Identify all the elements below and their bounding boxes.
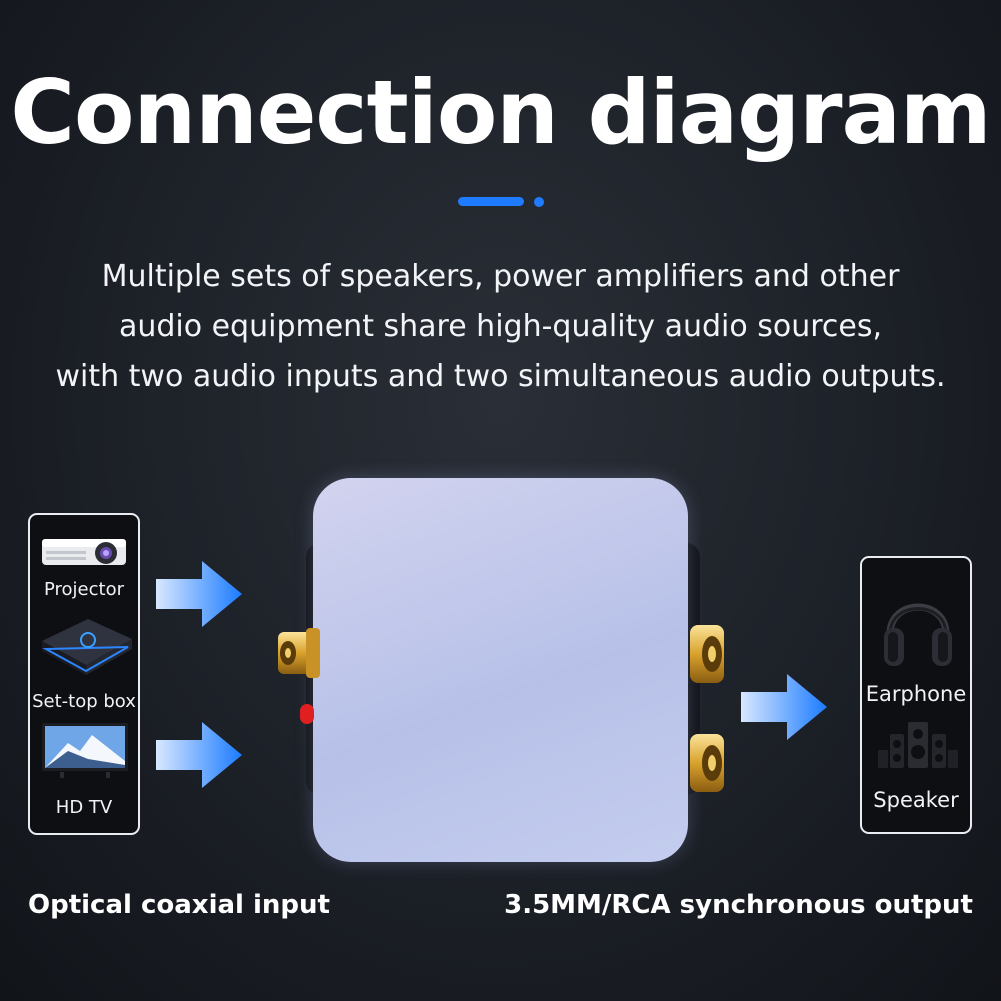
rca-output-port-top-icon <box>690 625 724 683</box>
set-top-box-icon <box>42 619 132 675</box>
optical-input-indicator <box>300 704 314 724</box>
speaker-label: Speaker <box>873 788 959 812</box>
hd-tv-icon <box>42 723 128 778</box>
input-caption: Optical coaxial input <box>28 890 330 920</box>
converter-box <box>313 478 688 862</box>
output-arrow <box>741 674 827 740</box>
input-devices-panel: Projector Set-top box HD TV <box>28 513 140 835</box>
hd-tv-label: HD TV <box>55 797 113 818</box>
coaxial-input-port-icon <box>278 628 320 678</box>
description-line-2: audio equipment share high-quality audio… <box>118 309 883 344</box>
headphones-icon <box>884 603 952 666</box>
projector-label: Projector <box>44 579 124 600</box>
description-line-3: with two audio inputs and two simultaneo… <box>55 359 946 394</box>
rca-output-port-bottom-icon <box>690 734 724 792</box>
description-line-1: Multiple sets of speakers, power amplifi… <box>101 259 900 294</box>
accent-line <box>458 197 524 206</box>
accent-dot <box>534 197 544 207</box>
set-top-box-label: Set-top box <box>32 691 136 712</box>
output-devices-panel: Earphone Speaker <box>860 556 972 834</box>
output-caption: 3.5MM/RCA synchronous output <box>504 890 973 920</box>
input-arrow-bottom <box>156 722 242 788</box>
projector-icon <box>42 539 126 565</box>
earphone-label: Earphone <box>865 682 967 706</box>
speaker-icon <box>878 722 958 768</box>
diagram-title: Connection diagram <box>10 61 991 164</box>
description: Multiple sets of speakers, power amplifi… <box>0 252 1001 402</box>
input-arrow-top <box>156 561 242 627</box>
